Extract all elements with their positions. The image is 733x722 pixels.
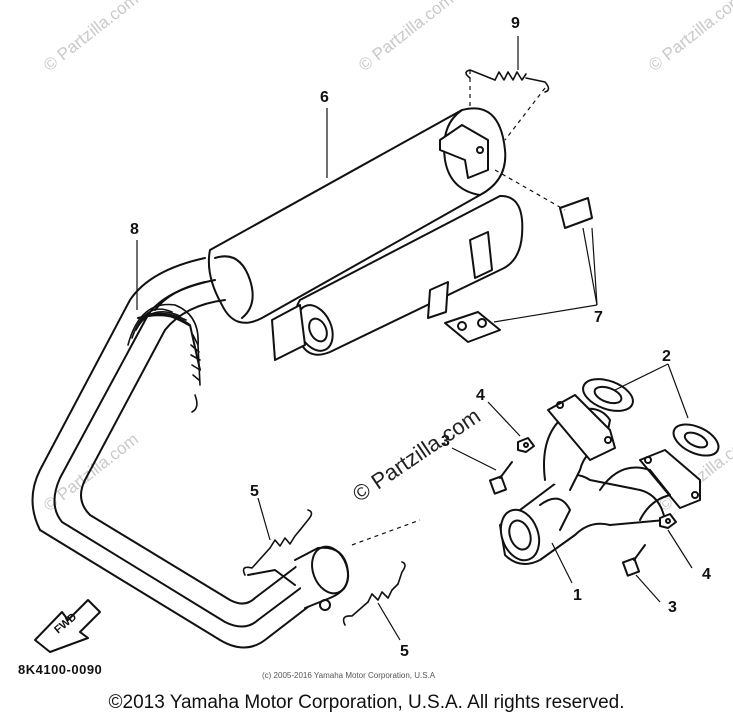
drawing-code: 8K4100-0090 [18,662,103,677]
leader-lines [136,36,693,641]
callout-1: 1 [573,587,582,604]
callout-3-upper: 3 [441,433,450,450]
callout-7: 7 [594,309,603,326]
muffler-lower-body [271,194,524,361]
callout-5-upper: 5 [250,483,259,500]
footer-copyright: ©2013 Yamaha Motor Corporation, U.S.A. A… [108,692,625,713]
bolt-lower [621,544,646,577]
callout-2: 2 [662,348,671,365]
spring-lower [342,561,406,626]
callout-6: 6 [320,89,329,106]
forward-arrow-icon [34,599,101,653]
nut-upper [517,437,535,453]
nut-lower [659,513,677,529]
callout-5-lower: 5 [400,643,409,660]
callout-4-upper: 4 [476,387,485,404]
bolt-upper [488,461,513,495]
gasket-lower [672,423,720,457]
small-copyright: (c) 2005-2016 Yamaha Motor Corporation, … [262,671,436,680]
damper-pad [559,197,593,229]
callout-3-lower: 3 [668,599,677,616]
callout-8: 8 [130,221,139,238]
spring-top [465,69,550,93]
heat-protector-wrap [127,303,201,413]
exhaust-manifold-joint [499,394,701,565]
spring-upper [242,509,313,576]
muffler-main-body [207,107,507,324]
damper-plate [444,311,501,343]
callout-4-lower: 4 [702,566,711,583]
callout-9: 9 [511,15,520,32]
pipe-outlet-end [247,545,350,611]
